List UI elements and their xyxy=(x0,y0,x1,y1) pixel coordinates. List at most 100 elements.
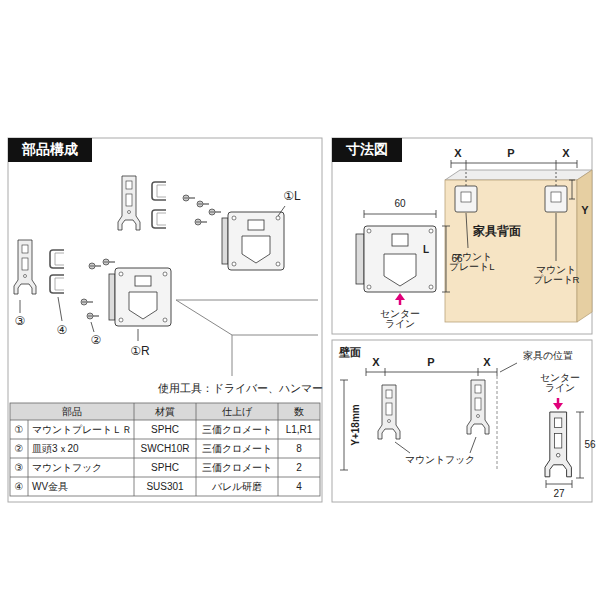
header-tab: 部品構成 xyxy=(8,138,92,162)
screw-part xyxy=(183,195,195,201)
wv-clip-part xyxy=(50,250,64,268)
mount-plate-part xyxy=(109,268,171,326)
dimension-label: センター ライン xyxy=(372,309,428,330)
dimension-label: 27 xyxy=(553,488,564,500)
table-cell: ① xyxy=(15,424,24,436)
dimension-label: センター ライン xyxy=(532,373,588,394)
leader-line xyxy=(395,442,410,453)
dimension-label: マウントフック xyxy=(405,454,475,466)
screw-part xyxy=(103,259,115,265)
mount-hook-part xyxy=(378,385,400,439)
table-cell: 材質 xyxy=(155,406,175,418)
center-arrow xyxy=(553,403,563,410)
table-cell: 数 xyxy=(294,406,304,418)
dimension-label: 56 xyxy=(584,439,595,451)
panel-frame xyxy=(8,138,592,502)
table-cell: 三価クロメート xyxy=(202,424,272,436)
leader-line xyxy=(395,363,517,453)
furniture-outline xyxy=(176,300,318,376)
screw-part xyxy=(209,209,221,215)
mount-plate-detail xyxy=(367,229,371,233)
mount-plate-part xyxy=(222,212,284,270)
dimension-line xyxy=(466,168,556,186)
leader-line xyxy=(20,206,285,341)
dimension-label: P xyxy=(507,147,514,160)
table-cell: 三価クロメート xyxy=(202,443,272,455)
table-cell: 2 xyxy=(296,462,302,474)
dimension-line xyxy=(546,480,572,488)
center-arrow xyxy=(395,293,405,300)
mount-plate-detail xyxy=(364,226,436,292)
table-cell: マウントフック xyxy=(32,462,102,474)
mount-hook-part xyxy=(545,412,571,477)
dimension-label: X xyxy=(372,356,379,369)
dimension-label: 66 xyxy=(451,253,462,265)
dimension-label: 壁面 xyxy=(339,346,361,359)
dimension-label: L xyxy=(423,244,429,256)
screw-part xyxy=(81,299,93,305)
dimension-label: 60 xyxy=(394,198,405,210)
table-cell: SPHC xyxy=(151,424,179,436)
header-tab: 寸法図 xyxy=(332,138,402,162)
screw-part xyxy=(195,219,207,225)
callout-number: ④ xyxy=(57,324,68,338)
screw-part xyxy=(87,313,99,319)
dimension-line xyxy=(569,180,575,199)
panel-frame xyxy=(332,138,592,334)
dimension-line xyxy=(576,412,584,478)
table-cell: 4 xyxy=(296,481,302,493)
table-cell: 部品 xyxy=(62,406,82,418)
table-cell: SWCH10R xyxy=(141,443,190,455)
table-cell: 三価クロメート xyxy=(202,462,272,474)
wv-clip-part xyxy=(50,275,64,293)
center-arrow xyxy=(395,293,405,305)
callout-number: ①R xyxy=(130,345,149,359)
header-text: 部品構成 xyxy=(22,142,78,157)
dimension-line xyxy=(451,160,577,168)
dimension-line xyxy=(451,163,577,164)
center-arrow xyxy=(553,398,563,410)
panel-frame xyxy=(8,138,322,502)
leader-line xyxy=(556,213,557,261)
table-cell: WV金具 xyxy=(32,481,68,493)
mount-hook-part xyxy=(118,176,140,230)
mini-mount-plate xyxy=(551,192,561,202)
mount-plate-detail xyxy=(429,285,433,289)
furniture-back xyxy=(445,170,592,322)
wv-clip-part xyxy=(152,210,166,228)
leader-line xyxy=(58,297,62,321)
dimension-line xyxy=(364,210,450,292)
dimension-label: X xyxy=(483,356,490,369)
dimension-line xyxy=(451,160,577,199)
dimension-line xyxy=(364,210,436,218)
furniture-back xyxy=(445,180,577,322)
screw-part xyxy=(197,201,209,207)
callout-number: ③ xyxy=(15,315,26,329)
parts-table-grid xyxy=(10,403,320,496)
furniture-position-line xyxy=(497,376,498,470)
mount-plate-detail xyxy=(356,234,364,284)
mount-plate-detail xyxy=(384,254,416,286)
dimension-label: 家具背面 xyxy=(473,225,521,239)
dimension-line xyxy=(366,368,497,376)
table-cell: 8 xyxy=(296,443,302,455)
parts-table-grid xyxy=(10,403,320,496)
parts-table-grid xyxy=(10,403,320,496)
mount-plate-part xyxy=(109,212,284,326)
dimension-label: マウント プレートR xyxy=(528,265,584,286)
callout-number: ② xyxy=(91,334,102,348)
table-cell: L1,R1 xyxy=(286,424,313,436)
dimension-label: X xyxy=(562,147,569,160)
leader-line xyxy=(138,329,139,341)
tool-note: 使用工具：ドライバー、ハンマー xyxy=(158,382,323,394)
dimension-line xyxy=(340,380,348,470)
mount-hook-part xyxy=(467,380,489,434)
leader-line xyxy=(91,322,94,332)
panel-frame xyxy=(332,340,592,502)
callout-number: ①L xyxy=(283,190,300,204)
furniture-outline xyxy=(176,300,318,376)
wv-clip-part xyxy=(152,182,166,200)
